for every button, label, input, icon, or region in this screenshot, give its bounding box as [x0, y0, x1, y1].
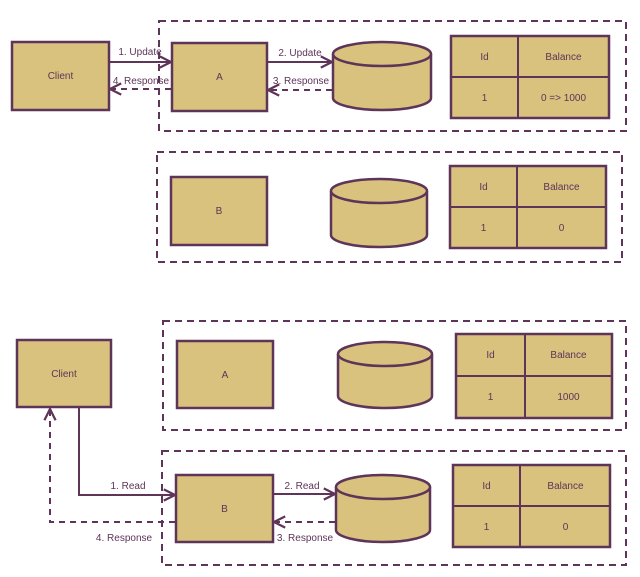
bottom-edge-label-read-2: 2. Read — [284, 481, 319, 492]
top-edge-label-update-2: 2. Update — [278, 48, 322, 59]
bottom-node-b-box: B — [174, 473, 275, 544]
top-edge-label-update-1: 1. Update — [118, 47, 162, 58]
bottom-database-b-icon — [334, 473, 432, 544]
bottom-edge-label-response-3: 3. Response — [277, 533, 334, 544]
bottom-client-label: Client — [51, 369, 77, 380]
top-table-a-cell-id: 1 — [482, 93, 488, 104]
bottom-arrow-read-1 — [78, 407, 175, 495]
top-table-b-header-balance: Balance — [543, 182, 580, 193]
bottom-table-b-header-id: Id — [482, 481, 490, 492]
bottom-table-b: Id Balance 1 0 — [451, 463, 612, 549]
top-table-a: Id Balance 1 0 => 1000 — [449, 34, 611, 120]
bottom-edge-label-read-1: 1. Read — [110, 481, 145, 492]
top-edge-label-response-3: 3. Response — [273, 76, 330, 87]
bottom-database-a-icon — [336, 340, 434, 410]
top-table-b-cell-id: 1 — [481, 223, 487, 234]
bottom-node-a-label: A — [222, 370, 229, 381]
bottom-table-a-header-id: Id — [486, 350, 494, 361]
bottom-table-a-header-balance: Balance — [550, 350, 587, 361]
top-node-a-container — [158, 20, 627, 132]
top-database-b-icon — [329, 177, 429, 249]
top-node-b-label: B — [216, 206, 223, 217]
top-node-a-label: A — [216, 72, 223, 83]
top-table-b: Id Balance 1 0 — [448, 164, 608, 250]
bottom-scenario: Client A Id Balance 1 1000 B — [15, 320, 627, 566]
top-node-a-box: A — [170, 41, 269, 113]
bottom-node-b-container — [161, 450, 627, 566]
bottom-table-b-header-balance: Balance — [547, 481, 584, 492]
top-edge-label-response-4: 4. Response — [113, 76, 170, 87]
top-table-b-cell-balance: 0 — [559, 223, 565, 234]
top-table-a-cell-balance: 0 => 1000 — [541, 93, 586, 104]
bottom-table-a: Id Balance 1 1000 — [454, 332, 614, 420]
bottom-arrow-response-4 — [50, 409, 175, 523]
top-table-a-header-balance: Balance — [545, 52, 582, 63]
bottom-node-b-label: B — [221, 504, 228, 515]
bottom-client-box: Client — [15, 338, 113, 409]
bottom-node-a-box: A — [175, 339, 275, 410]
top-database-a-icon — [331, 40, 433, 112]
top-client-box: Client — [10, 40, 111, 112]
top-client-label: Client — [48, 71, 74, 82]
top-table-b-header-id: Id — [479, 182, 487, 193]
top-node-b-box: B — [169, 175, 269, 247]
top-node-b-container — [156, 151, 623, 263]
bottom-node-a-container — [162, 320, 627, 431]
bottom-table-a-cell-id: 1 — [488, 392, 494, 403]
bottom-edge-label-response-4: 4. Response — [96, 533, 153, 544]
bottom-table-b-cell-balance: 0 — [563, 522, 569, 533]
bottom-table-a-cell-balance: 1000 — [557, 392, 580, 403]
top-table-a-header-id: Id — [480, 52, 488, 63]
top-scenario: Client A Id Balance 1 0 => 1000 B — [10, 20, 627, 263]
bottom-table-b-cell-id: 1 — [484, 522, 490, 533]
